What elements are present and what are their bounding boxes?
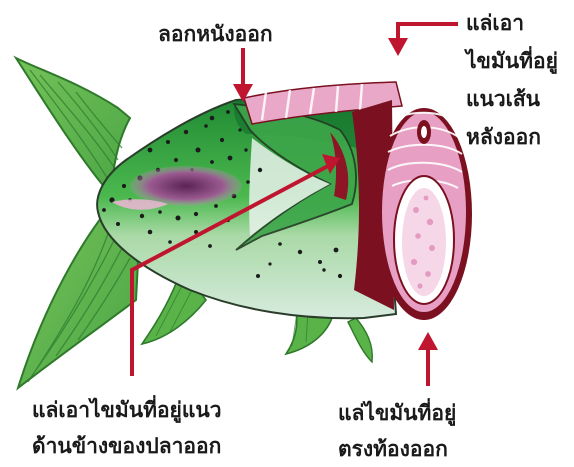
label-back-fat-line-1: แล่เอา bbox=[466, 4, 558, 42]
label-side-fat: แล่เอาไขมันที่อยู่แนว ด้านข้างของปลาออก bbox=[32, 392, 222, 464]
red-pointer-arrow-belly-fat bbox=[418, 332, 438, 386]
red-pointer-arrow-remove-skin bbox=[233, 48, 253, 102]
label-back-fat: แล่เอา ไขมันที่อยู่ แนวเส้น หลังออก bbox=[466, 4, 558, 156]
label-back-fat-line-3: แนวเส้น bbox=[466, 80, 558, 118]
label-side-fat-line-2: ด้านข้างของปลาออก bbox=[32, 428, 222, 464]
label-back-fat-line-2: ไขมันที่อยู่ bbox=[466, 42, 558, 80]
label-belly-fat-line-1: แล่ไขมันที่อยู่ bbox=[338, 395, 456, 431]
label-remove-skin-text: ลอกหนังออก bbox=[158, 20, 273, 49]
red-pointer-arrow-back-fat bbox=[388, 24, 458, 56]
label-remove-skin: ลอกหนังออก bbox=[158, 20, 273, 49]
label-back-fat-line-4: หลังออก bbox=[466, 118, 558, 156]
label-side-fat-line-1: แล่เอาไขมันที่อยู่แนว bbox=[32, 392, 222, 428]
cross-section bbox=[376, 108, 472, 320]
label-belly-fat: แล่ไขมันที่อยู่ ตรงท้องออก bbox=[338, 395, 456, 467]
